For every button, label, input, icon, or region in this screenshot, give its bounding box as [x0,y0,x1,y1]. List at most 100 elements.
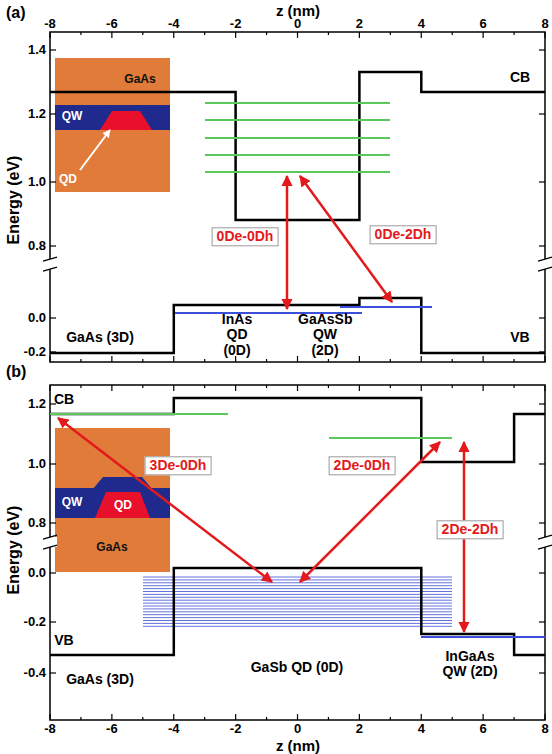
tick-mark [483,356,484,362]
pointer-arrow [80,130,110,170]
tick-mark [111,356,112,362]
tick-mark [49,714,50,720]
tick-label: 4 [418,17,425,31]
tick-mark [513,385,514,388]
quantum-dot [100,111,152,130]
tick-mark [235,714,236,720]
band-edges [50,398,545,655]
tick-label: -6 [106,722,118,735]
tick-mark [483,32,484,38]
gaas-layer [55,518,170,572]
tick-mark [297,385,298,391]
energy-level [143,582,452,583]
qw-layer [55,105,170,130]
tick-mark [390,385,391,388]
tick-mark [359,356,360,362]
tick-label: -2 [230,722,242,735]
tick-mark [50,317,56,318]
tick-label: 6 [480,17,487,31]
tick-label: -8 [44,17,56,31]
energy-level [143,579,452,580]
plot-frame [50,32,545,362]
tick-mark [111,32,112,38]
tick-label: 0.0 [28,566,46,580]
energy-level [143,608,452,609]
tick-mark [50,245,56,246]
tick-mark [50,463,56,464]
tick-mark [359,385,360,391]
tick-mark [359,714,360,720]
transition-label: 2De-2Dh [437,520,504,539]
tick-mark [50,672,56,673]
tick-mark [266,359,267,362]
transition-label: 2De-0Dh [329,456,396,475]
electron-levels [205,103,390,172]
tick-mark [142,32,143,35]
tick-mark [266,385,267,388]
tick-label: 8 [541,17,548,31]
energy-level [329,437,452,439]
tick-mark [539,317,545,318]
tick-mark [539,403,545,404]
tick-mark [539,463,545,464]
tick-mark [421,385,422,391]
tick-label: 4 [418,722,425,735]
axis-title: Energy (eV) [5,506,23,595]
tick-mark [421,714,422,720]
tick-mark [49,356,50,362]
conduction-band [50,398,545,462]
tick-mark [513,359,514,362]
tick-marks [50,32,545,720]
tick-mark [513,717,514,720]
energy-level [143,577,452,578]
tick-mark [204,385,205,388]
inset-a [55,58,170,192]
tick-mark [483,385,484,391]
tick-label: 2 [356,722,363,735]
tick-label: -6 [106,17,118,31]
axis-title: Energy (eV) [5,156,23,245]
tick-mark [266,717,267,720]
tick-mark [142,717,143,720]
tick-mark [452,717,453,720]
tick-mark [50,572,56,573]
energy-level [205,102,390,104]
transition-arrow [58,418,272,582]
tick-mark [539,181,545,182]
tick-mark [173,32,174,38]
tick-label: -8 [44,722,56,735]
tick-mark [328,385,329,388]
tick-mark [328,717,329,720]
energy-level [143,588,452,589]
electron-levels [50,414,452,438]
inset-label: GaAs [124,73,155,86]
inset-label: GaAs [96,541,127,554]
tick-mark [544,714,545,720]
energy-level [205,137,390,139]
tick-mark [80,32,81,35]
tick-label: 2 [356,17,363,31]
transition-label: 3De-0Dh [145,456,212,475]
tick-mark [235,385,236,391]
tick-mark [390,717,391,720]
tick-mark [50,351,56,352]
region-label: GaAs (3D) [66,672,134,687]
energy-level [143,611,452,612]
tick-label: 0 [294,722,301,735]
energy-level [421,636,545,638]
panel-letter: (b) [6,363,26,381]
qw-layer [55,488,170,518]
energy-level [205,119,390,121]
plot-frame [50,385,545,720]
tick-mark [539,522,545,523]
tick-label: -0.2 [24,615,46,629]
band-label: CB [54,392,74,407]
tick-mark [80,717,81,720]
tick-mark [142,385,143,388]
tick-label: -0.2 [24,345,46,359]
tick-mark [80,359,81,362]
transition-label: 0De-0Dh [212,227,279,246]
tick-label: 0.8 [28,516,46,530]
